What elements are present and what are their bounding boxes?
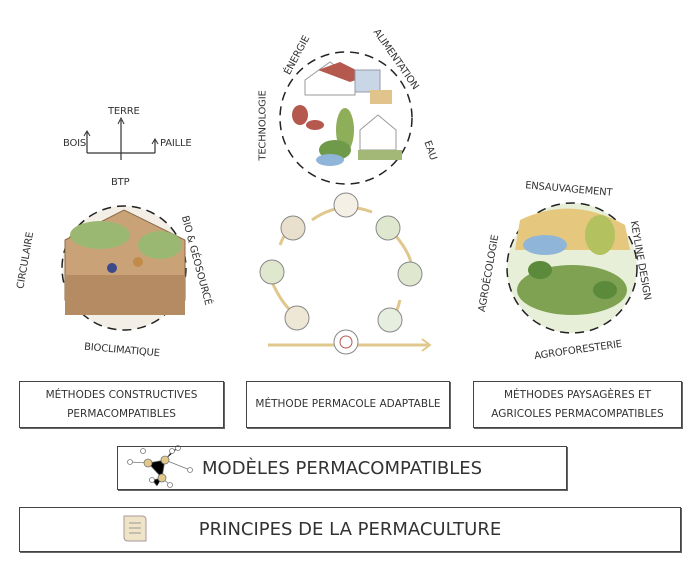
box-text: PRINCIPES DE LA PERMACULTURE xyxy=(198,519,502,540)
box-principes-permaculture: PRINCIPES DE LA PERMACULTURE xyxy=(19,507,681,552)
right-circle-illustration xyxy=(506,202,638,334)
box-methodes-paysageres: MÉTHODES PAYSAGÈRES ET AGRICOLES PERMACO… xyxy=(473,381,682,428)
box-text-line-1: MÉTHODES PAYSAGÈRES ET xyxy=(503,388,652,401)
cycle-steps xyxy=(259,192,423,355)
label-paille: PAILLE xyxy=(160,138,192,149)
label-bois: BOIS xyxy=(63,138,87,149)
box-text: MODÈLES PERMACOMPATIBLES xyxy=(202,457,483,479)
scroll-icon xyxy=(123,515,147,542)
network-icon xyxy=(127,445,193,488)
box-text: MÉTHODE PERMACOLE ADAPTABLE xyxy=(255,398,441,410)
box-methode-permacole: MÉTHODE PERMACOLE ADAPTABLE xyxy=(246,381,450,428)
box-text-line-1: MÉTHODES CONSTRUCTIVES xyxy=(45,388,198,401)
label-btp: BTP xyxy=(111,177,130,188)
label-terre: TERRE xyxy=(108,106,140,117)
box-text-line-2: PERMACOMPATIBLES xyxy=(67,407,176,420)
box-modeles-permacompatibles: MODÈLES PERMACOMPATIBLES xyxy=(117,446,567,490)
label-technologie: TECHNOLOGIE xyxy=(257,90,269,161)
top-circle-illustration xyxy=(279,51,413,185)
box-text-line-2: AGRICOLES PERMACOMPATIBLES xyxy=(491,407,664,420)
box-methodes-constructives: MÉTHODES CONSTRUCTIVES PERMACOMPATIBLES xyxy=(19,381,224,428)
left-circle-illustration xyxy=(61,116,187,331)
